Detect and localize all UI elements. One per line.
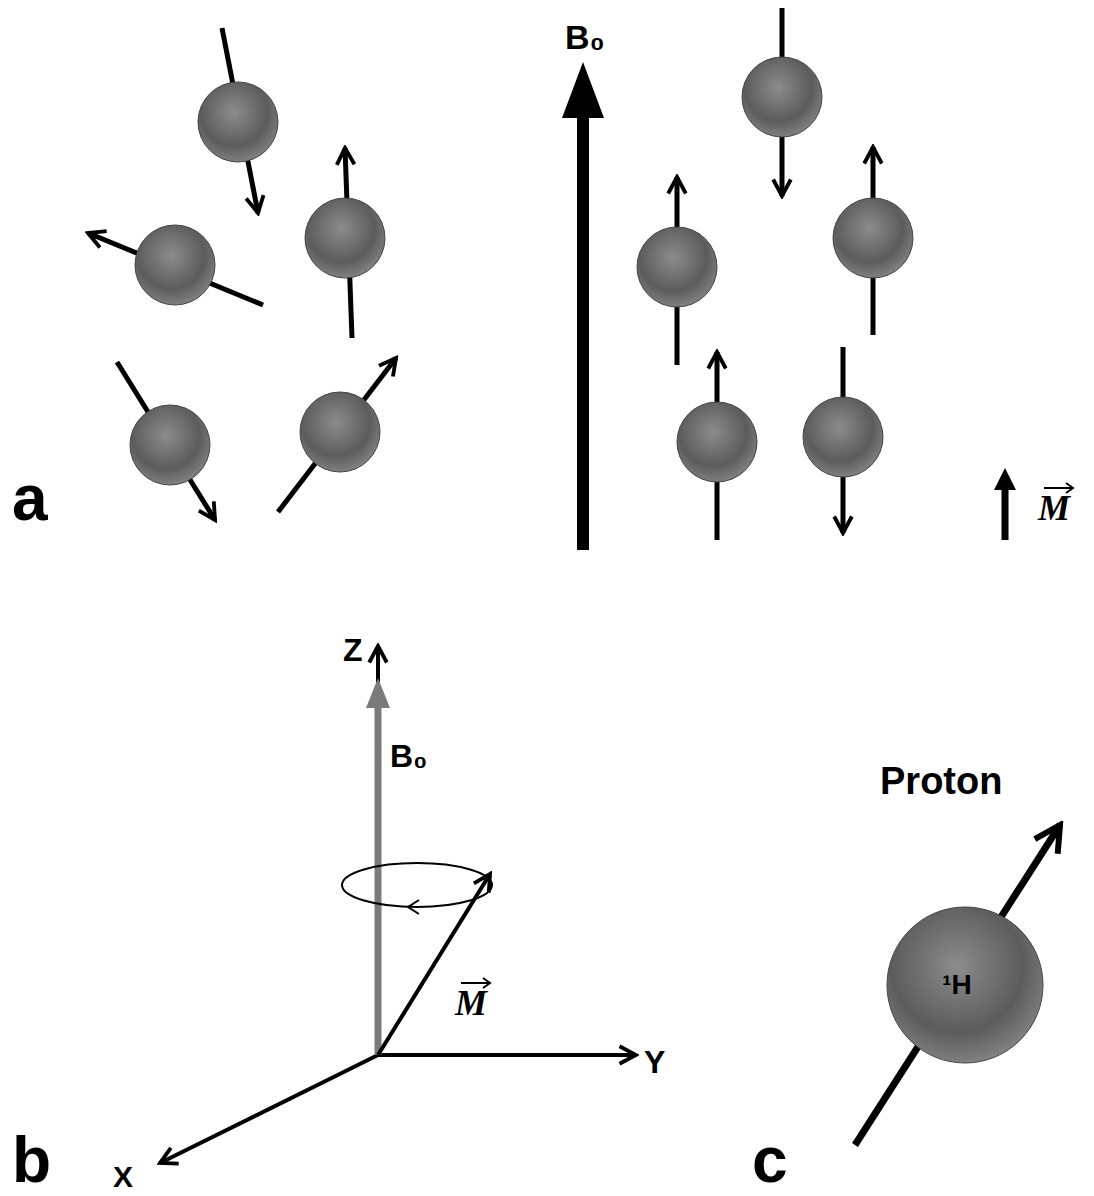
vector-arrow-mark — [1040, 482, 1078, 494]
panel-letter: c — [752, 1128, 788, 1192]
panel-letter: b — [12, 1128, 51, 1192]
proton-spin-arrow — [855, 825, 1060, 1145]
spin-lines-random — [88, 28, 396, 520]
spin-spheres-aligned — [637, 57, 913, 482]
magnetization-arrow — [994, 468, 1016, 540]
field-label: B₀ — [565, 20, 605, 54]
coordinate-axes — [160, 646, 636, 1163]
magnetization-vector — [378, 874, 490, 1055]
axis-label: Y — [644, 1046, 665, 1078]
nucleus-label: ¹H — [942, 971, 972, 999]
particle-label: Proton — [880, 762, 1002, 800]
field-arrow — [562, 62, 604, 550]
axis-label: Z — [343, 634, 363, 666]
proton-sphere: ¹H — [885, 905, 1045, 1065]
spin-spheres-random — [130, 82, 385, 485]
vector-label: M — [455, 985, 487, 1021]
vector-arrow-mark — [457, 977, 495, 989]
vector-label: M — [1038, 490, 1070, 526]
field-label: B₀ — [390, 740, 428, 772]
panel-letter: a — [12, 466, 48, 530]
axis-label: X — [113, 1162, 133, 1192]
